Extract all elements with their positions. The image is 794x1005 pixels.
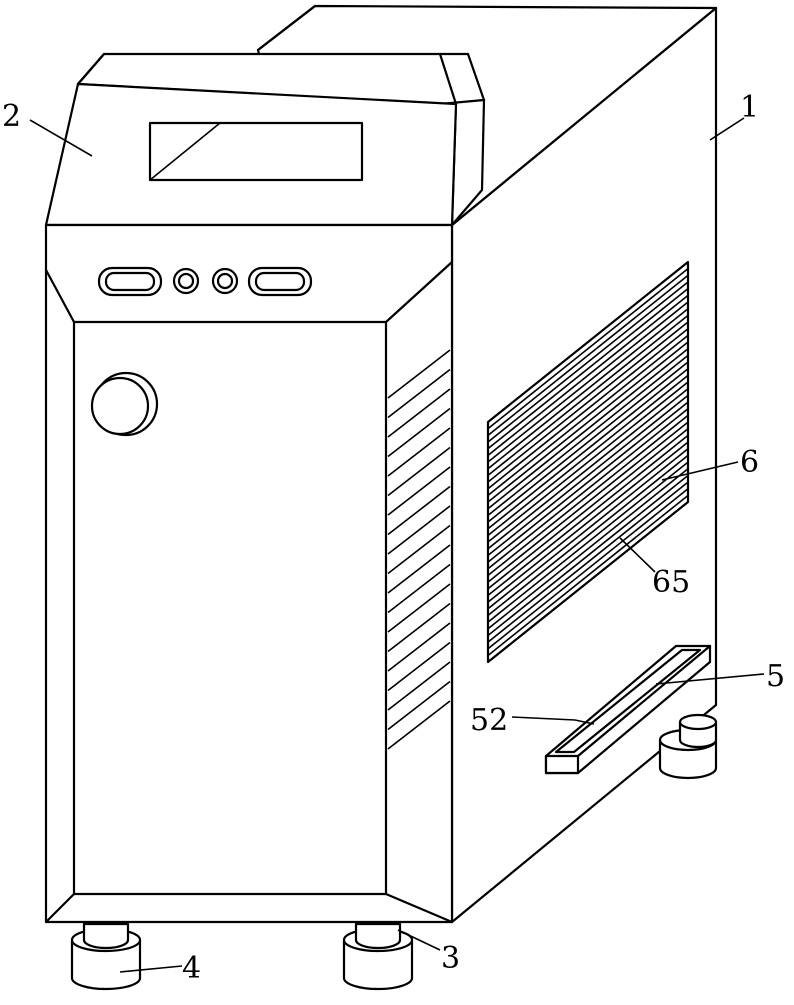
grille-slat — [487, 388, 689, 550]
label-3: 3 — [441, 941, 460, 976]
vent-slat — [387, 602, 451, 653]
grille-slat — [487, 361, 689, 523]
grille-slat — [487, 501, 689, 663]
grille-slat — [487, 268, 689, 430]
label-2: 2 — [2, 99, 21, 134]
grille-slat — [487, 314, 689, 476]
vent-slat — [387, 485, 451, 536]
label-52: 52 — [470, 703, 508, 738]
vent-slat — [387, 427, 451, 477]
grille-slat — [487, 454, 689, 617]
label-65: 65 — [652, 565, 690, 600]
grille-slat — [487, 334, 689, 496]
label-5: 5 — [766, 659, 785, 694]
grille-slat — [487, 488, 689, 650]
front-foot-left — [70, 922, 142, 991]
grille-slat — [487, 321, 689, 483]
label-4: 4 — [182, 951, 201, 986]
vent-slat — [387, 505, 451, 555]
front-panel — [44, 223, 454, 924]
door-knob — [90, 371, 159, 437]
reference-labels: 1 2 3 4 5 6 52 65 — [2, 90, 785, 986]
grille-slat — [487, 288, 689, 450]
grille-slat — [487, 341, 689, 503]
front-vent-slats — [387, 349, 451, 750]
vent-slat — [387, 368, 451, 419]
rear-foot — [658, 713, 718, 780]
vent-slat — [387, 388, 451, 438]
grille-slat — [487, 468, 689, 630]
vent-slat — [387, 407, 451, 458]
grille-slat — [487, 441, 689, 603]
grille-slat — [487, 428, 689, 590]
grille-slat — [487, 381, 689, 543]
grille-slat — [487, 294, 689, 456]
label-1: 1 — [740, 90, 759, 125]
vent-slat — [387, 641, 451, 692]
grille-slat — [487, 421, 689, 583]
vent-slat — [387, 700, 451, 750]
vent-slat — [387, 349, 451, 399]
grille-slat — [487, 348, 689, 510]
side-handle — [544, 644, 712, 775]
vent-slat — [387, 680, 451, 731]
grille-slat — [487, 461, 689, 623]
grille-slat — [487, 401, 689, 563]
grille-slat — [487, 481, 689, 643]
label-6: 6 — [740, 445, 759, 480]
vent-slat — [387, 446, 451, 497]
grille-slat — [487, 274, 689, 436]
grille-slat — [487, 328, 689, 490]
grille-slat — [487, 414, 689, 577]
vent-slat — [387, 466, 451, 516]
grille-slat — [487, 308, 689, 470]
grille-slat — [487, 394, 689, 557]
vent-slat — [387, 524, 451, 575]
grille-slat — [487, 494, 689, 657]
front-foot-right — [342, 922, 414, 991]
control-buttons — [97, 266, 313, 297]
grille-slat — [487, 281, 689, 443]
vent-slat — [387, 544, 451, 594]
grille-slat — [487, 301, 689, 463]
grille-slat — [487, 354, 689, 517]
grille-slat — [487, 368, 689, 530]
side-vent-grille — [486, 260, 690, 664]
vent-slat — [387, 661, 451, 711]
grille-slat — [487, 448, 689, 610]
vent-slat — [387, 622, 451, 672]
grille-slat — [487, 474, 689, 637]
control-housing — [44, 52, 486, 227]
vent-slat — [387, 583, 451, 633]
vent-slat — [387, 563, 451, 614]
display-screen — [148, 121, 364, 182]
grille-slat — [487, 374, 689, 537]
leader-lines — [29, 117, 765, 973]
grille-slat — [487, 408, 689, 570]
grille-slat — [487, 434, 689, 597]
